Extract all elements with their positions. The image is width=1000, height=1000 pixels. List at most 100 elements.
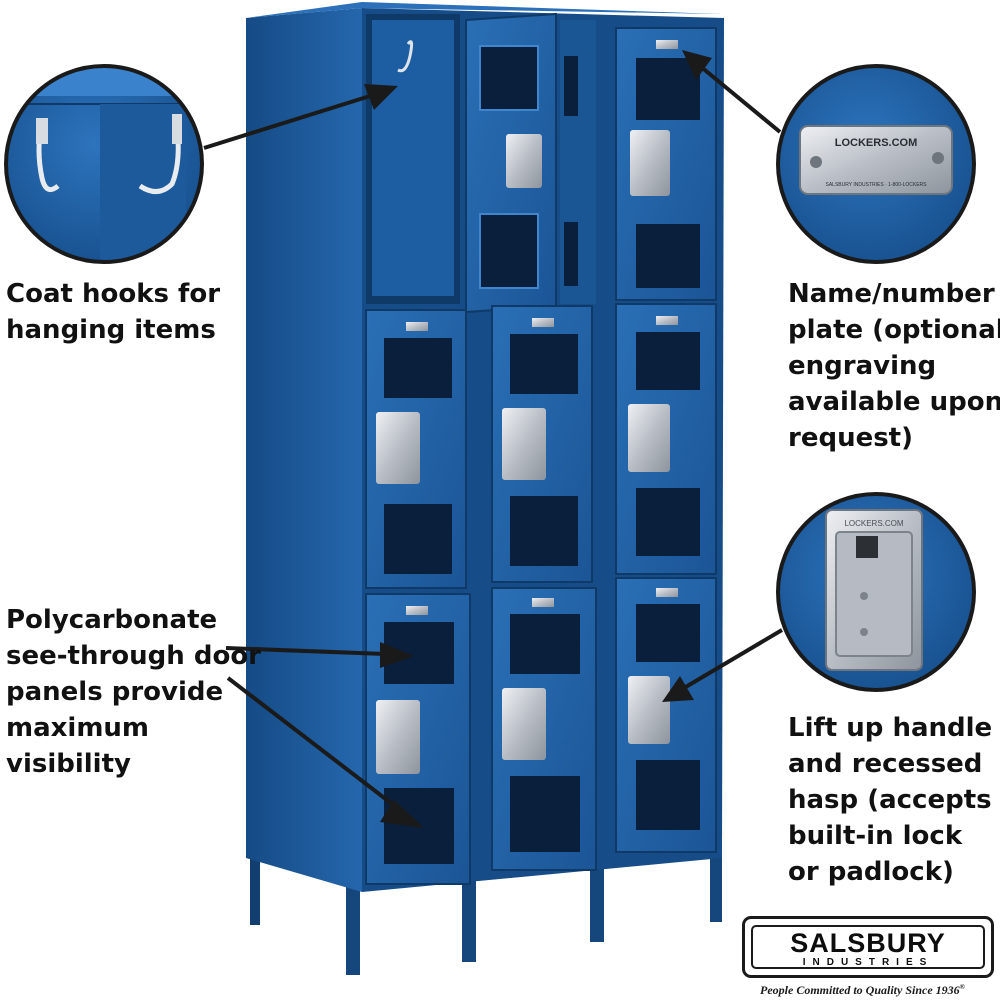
hook-icon bbox=[397, 40, 414, 73]
door-window bbox=[636, 488, 700, 556]
number-plate bbox=[406, 606, 428, 615]
locker-top bbox=[246, 2, 722, 18]
locker-leg bbox=[710, 850, 722, 922]
number-plate bbox=[532, 318, 554, 327]
locker-door bbox=[615, 577, 717, 853]
door-window bbox=[636, 332, 700, 390]
door-window bbox=[510, 614, 580, 674]
tagline-text: People Committed to Quality Since 1936 bbox=[760, 983, 960, 997]
caption-line: engraving bbox=[788, 351, 937, 381]
plate-brand: LOCKERS.COM bbox=[835, 137, 918, 149]
caption-line: hasp (accepts bbox=[788, 785, 992, 815]
registered-mark: ® bbox=[959, 983, 965, 991]
arrow-head bbox=[682, 50, 712, 80]
door-handle bbox=[628, 404, 670, 472]
caption-panels: Polycarbonate see-through door panels pr… bbox=[6, 602, 261, 782]
caption-line: request) bbox=[788, 423, 913, 453]
tagline: People Committed to Quality Since 1936® bbox=[760, 983, 965, 998]
detail-name-plate: LOCKERS.COM SALSBURY INDUSTRIES · 1-800-… bbox=[776, 64, 976, 264]
arrow-panels-2 bbox=[226, 676, 402, 812]
door-window bbox=[479, 213, 539, 289]
arrow-coat-hooks bbox=[203, 94, 371, 150]
door-window bbox=[384, 504, 452, 574]
arrow-panels-1 bbox=[225, 646, 385, 656]
callout-arrows bbox=[203, 50, 784, 828]
number-plate bbox=[656, 316, 678, 325]
door-window bbox=[384, 338, 452, 398]
arrow-head bbox=[380, 800, 424, 828]
compartment-back-wall bbox=[372, 20, 454, 296]
name-plate bbox=[799, 125, 953, 195]
logo-inner: SALSBURY INDUSTRIES bbox=[751, 925, 985, 969]
caption-line: maximum bbox=[6, 713, 150, 743]
door-handle bbox=[376, 700, 420, 774]
door-handle bbox=[630, 130, 670, 196]
door-window bbox=[510, 776, 580, 852]
number-plate bbox=[656, 588, 678, 597]
locker-leg bbox=[462, 880, 476, 962]
locker-door bbox=[491, 587, 597, 871]
locker-bank bbox=[246, 2, 724, 975]
door-handle bbox=[376, 412, 420, 484]
caption-line: Name/number bbox=[788, 279, 995, 309]
caption-line: see-through door bbox=[6, 641, 261, 671]
door-window bbox=[636, 760, 700, 830]
door-window bbox=[510, 496, 578, 566]
locker-door bbox=[365, 593, 471, 885]
caption-line: plate (optional bbox=[788, 315, 1000, 345]
screw-icon bbox=[810, 156, 822, 168]
detail-coat-hooks bbox=[4, 64, 204, 264]
lift-handle bbox=[856, 536, 878, 558]
door-window bbox=[510, 334, 578, 394]
lock-hole-icon bbox=[860, 628, 868, 636]
caption-line: Coat hooks for bbox=[6, 279, 221, 309]
detail-handle: LOCKERS.COM bbox=[776, 492, 976, 692]
caption-line: available upon bbox=[788, 387, 1000, 417]
arrow-head bbox=[380, 642, 414, 668]
caption-line: Polycarbonate bbox=[6, 605, 218, 635]
caption-line: hanging items bbox=[6, 315, 216, 345]
arrow-handle bbox=[682, 628, 784, 690]
door-window bbox=[479, 45, 539, 111]
recessed-hasp bbox=[835, 531, 913, 657]
door-window bbox=[636, 604, 700, 662]
door-window bbox=[636, 224, 700, 288]
number-plate bbox=[656, 40, 678, 49]
door-handle bbox=[502, 408, 546, 480]
door-handle bbox=[506, 134, 542, 188]
caption-name-plate: Name/number plate (optional engraving av… bbox=[788, 276, 1000, 456]
door-window bbox=[564, 222, 578, 286]
caption-line: and recessed bbox=[788, 749, 983, 779]
logo-sub: INDUSTRIES bbox=[802, 957, 934, 968]
number-plate bbox=[406, 322, 428, 331]
locker-leg bbox=[346, 880, 360, 975]
arrow-name-plate bbox=[698, 64, 782, 134]
arrow-head bbox=[662, 676, 694, 702]
logo-name: SALSBURY bbox=[790, 928, 946, 958]
locker-door bbox=[491, 305, 593, 583]
caption-line: built-in lock bbox=[788, 821, 963, 851]
locker-side-panel bbox=[246, 8, 362, 892]
door-window bbox=[564, 56, 578, 116]
lock-hole-icon bbox=[860, 592, 868, 600]
arrow-head bbox=[364, 84, 398, 110]
caption-coat-hooks: Coat hooks for hanging items bbox=[6, 276, 220, 348]
door-window bbox=[636, 58, 700, 120]
locker-leg bbox=[590, 862, 604, 942]
locker-door bbox=[365, 309, 467, 589]
salsbury-logo: SALSBURY INDUSTRIES bbox=[742, 916, 994, 978]
door-handle bbox=[628, 676, 670, 744]
locker-leg bbox=[250, 855, 260, 925]
screw-icon bbox=[932, 152, 944, 164]
locker-door bbox=[615, 303, 717, 575]
caption-handle: Lift up handle and recessed hasp (accept… bbox=[788, 710, 992, 890]
handle-brand: LOCKERS.COM bbox=[844, 519, 903, 528]
door-handle bbox=[502, 688, 546, 760]
number-plate bbox=[532, 598, 554, 607]
plate-maker: SALSBURY INDUSTRIES · 1-800-LOCKERS bbox=[826, 182, 928, 188]
caption-line: panels provide bbox=[6, 677, 224, 707]
caption-line: or padlock) bbox=[788, 857, 954, 887]
caption-line: Lift up handle bbox=[788, 713, 993, 743]
caption-line: visibility bbox=[6, 749, 131, 779]
